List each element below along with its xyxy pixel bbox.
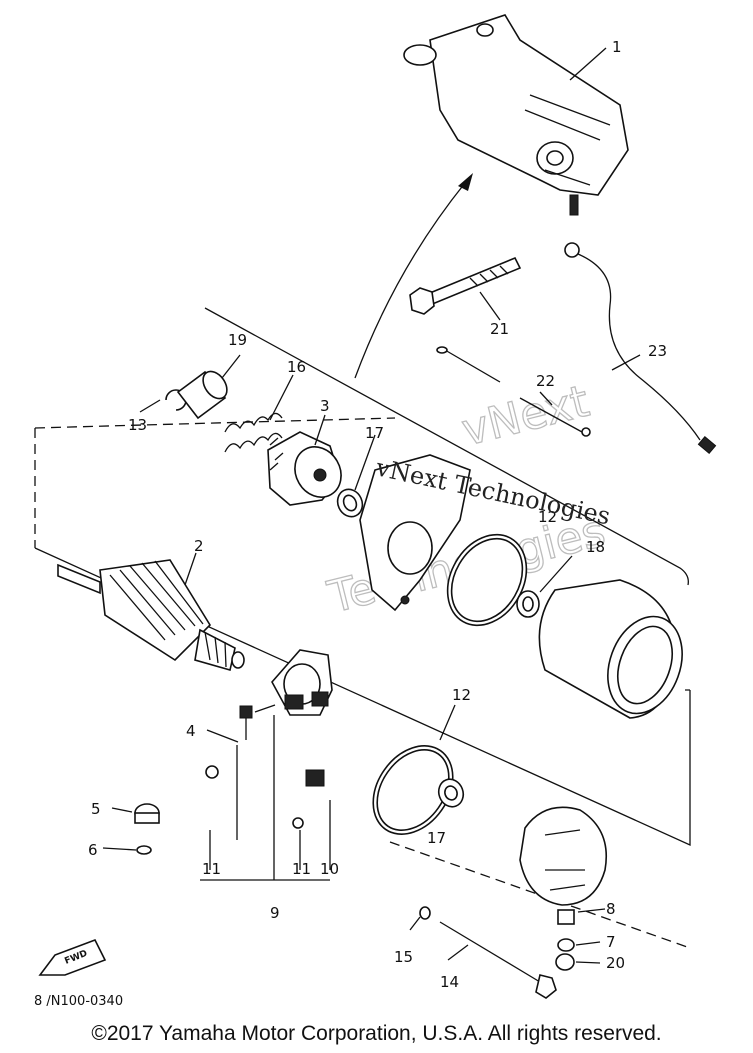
leader-lines bbox=[102, 47, 641, 964]
callout-6: 6 bbox=[88, 841, 98, 859]
o-ring-upper bbox=[446, 533, 528, 627]
small-washers bbox=[205, 745, 304, 840]
brush-10 bbox=[305, 769, 325, 787]
small-cable bbox=[436, 346, 591, 437]
washer-upper bbox=[336, 488, 364, 518]
front-cover bbox=[359, 454, 471, 612]
starter-motor-assembly bbox=[403, 14, 629, 216]
fwd-mark: FWD bbox=[38, 938, 107, 976]
callout-11-left: 11 bbox=[202, 860, 221, 878]
callout-12-lower: 12 bbox=[452, 686, 471, 704]
callout-16: 16 bbox=[287, 358, 306, 376]
callout-19: 19 bbox=[228, 331, 247, 349]
callout-labels: 1 2 3 4 5 6 7 8 9 10 11 11 12 12 13 14 1… bbox=[88, 38, 667, 991]
o-ring-lower bbox=[372, 745, 454, 835]
callout-8: 8 bbox=[606, 900, 616, 918]
collar bbox=[176, 370, 228, 420]
washer-lower bbox=[437, 778, 465, 808]
watermark-vnext-outline: vNext bbox=[457, 376, 594, 457]
callout-14: 14 bbox=[440, 973, 459, 991]
lead-wire bbox=[564, 242, 717, 455]
callout-21: 21 bbox=[490, 320, 509, 338]
long-bolt bbox=[409, 256, 522, 321]
callout-23: 23 bbox=[648, 342, 667, 360]
yoke-housing bbox=[538, 579, 683, 719]
brush-holder-plate bbox=[271, 649, 333, 716]
figure-code: 8 /N100-0340 bbox=[34, 994, 123, 1009]
callout-15: 15 bbox=[394, 948, 413, 966]
callout-3: 3 bbox=[320, 397, 330, 415]
callout-13: 13 bbox=[128, 416, 147, 434]
callout-17-upper: 17 bbox=[365, 424, 384, 442]
washer-18 bbox=[516, 590, 540, 618]
pinion-clutch bbox=[267, 431, 342, 506]
callout-7: 7 bbox=[606, 933, 616, 951]
callout-12-upper: 12 bbox=[538, 508, 557, 526]
callout-22: 22 bbox=[536, 372, 555, 390]
callout-11-right: 11 bbox=[292, 860, 311, 878]
assembly-arrow bbox=[354, 173, 473, 379]
copyright-notice: ©2017 Yamaha Motor Corporation, U.S.A. A… bbox=[91, 1022, 662, 1045]
callout-1: 1 bbox=[612, 38, 622, 56]
callout-2: 2 bbox=[194, 537, 204, 555]
callout-17-lower: 17 bbox=[427, 829, 446, 847]
armature bbox=[57, 559, 245, 672]
rear-cover bbox=[519, 806, 607, 906]
callout-5: 5 bbox=[91, 800, 101, 818]
grommet-nut-set bbox=[555, 909, 575, 971]
callout-10: 10 bbox=[320, 860, 339, 878]
callout-20: 20 bbox=[606, 954, 625, 972]
callout-4: 4 bbox=[186, 722, 196, 740]
through-bolt-set bbox=[419, 906, 557, 999]
assembly-bracket bbox=[34, 307, 691, 949]
nut-washer-set bbox=[134, 803, 160, 855]
callout-18: 18 bbox=[586, 538, 605, 556]
callout-9: 9 bbox=[270, 904, 280, 922]
brush-lead bbox=[239, 704, 276, 740]
